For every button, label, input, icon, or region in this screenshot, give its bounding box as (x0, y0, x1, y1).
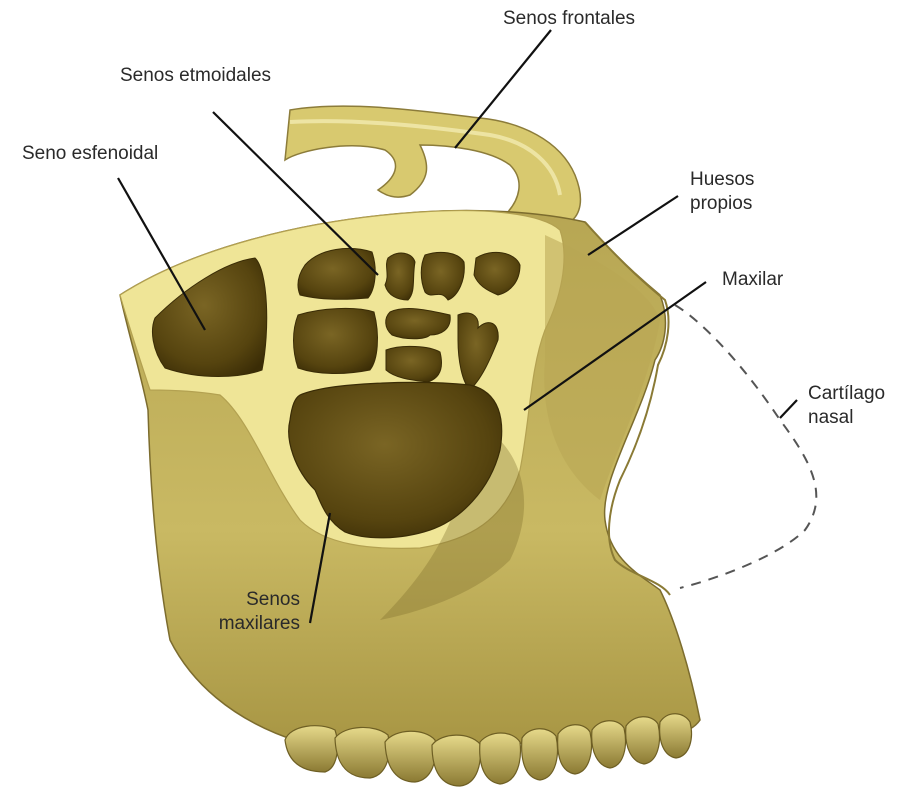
label-nasal-cartilage: Cartílago nasal (808, 382, 885, 430)
nasal-cartilage-outline (675, 305, 816, 588)
label-frontal-sinuses: Senos frontales (503, 7, 635, 31)
label-maxilla: Maxilar (722, 268, 783, 292)
frontal-sinus-shape (285, 106, 580, 222)
leader-nasal-bones (588, 196, 678, 255)
leader-cartilage (780, 400, 797, 418)
label-ethmoid-sinuses: Senos etmoidales (120, 64, 271, 88)
label-nasal-cartilage-line2: nasal (808, 406, 885, 430)
label-maxillary-sinuses-line2: maxilares (200, 612, 300, 636)
label-sphenoid-sinus: Seno esfenoidal (22, 142, 158, 166)
label-nasal-bones: Huesos propios (690, 168, 754, 216)
label-nasal-bones-line2: propios (690, 192, 754, 216)
label-maxillary-sinuses-line1: Senos (200, 588, 300, 612)
label-nasal-cartilage-line1: Cartílago (808, 382, 885, 406)
label-maxillary-sinuses: Senos maxilares (200, 588, 300, 636)
label-nasal-bones-line1: Huesos (690, 168, 754, 192)
